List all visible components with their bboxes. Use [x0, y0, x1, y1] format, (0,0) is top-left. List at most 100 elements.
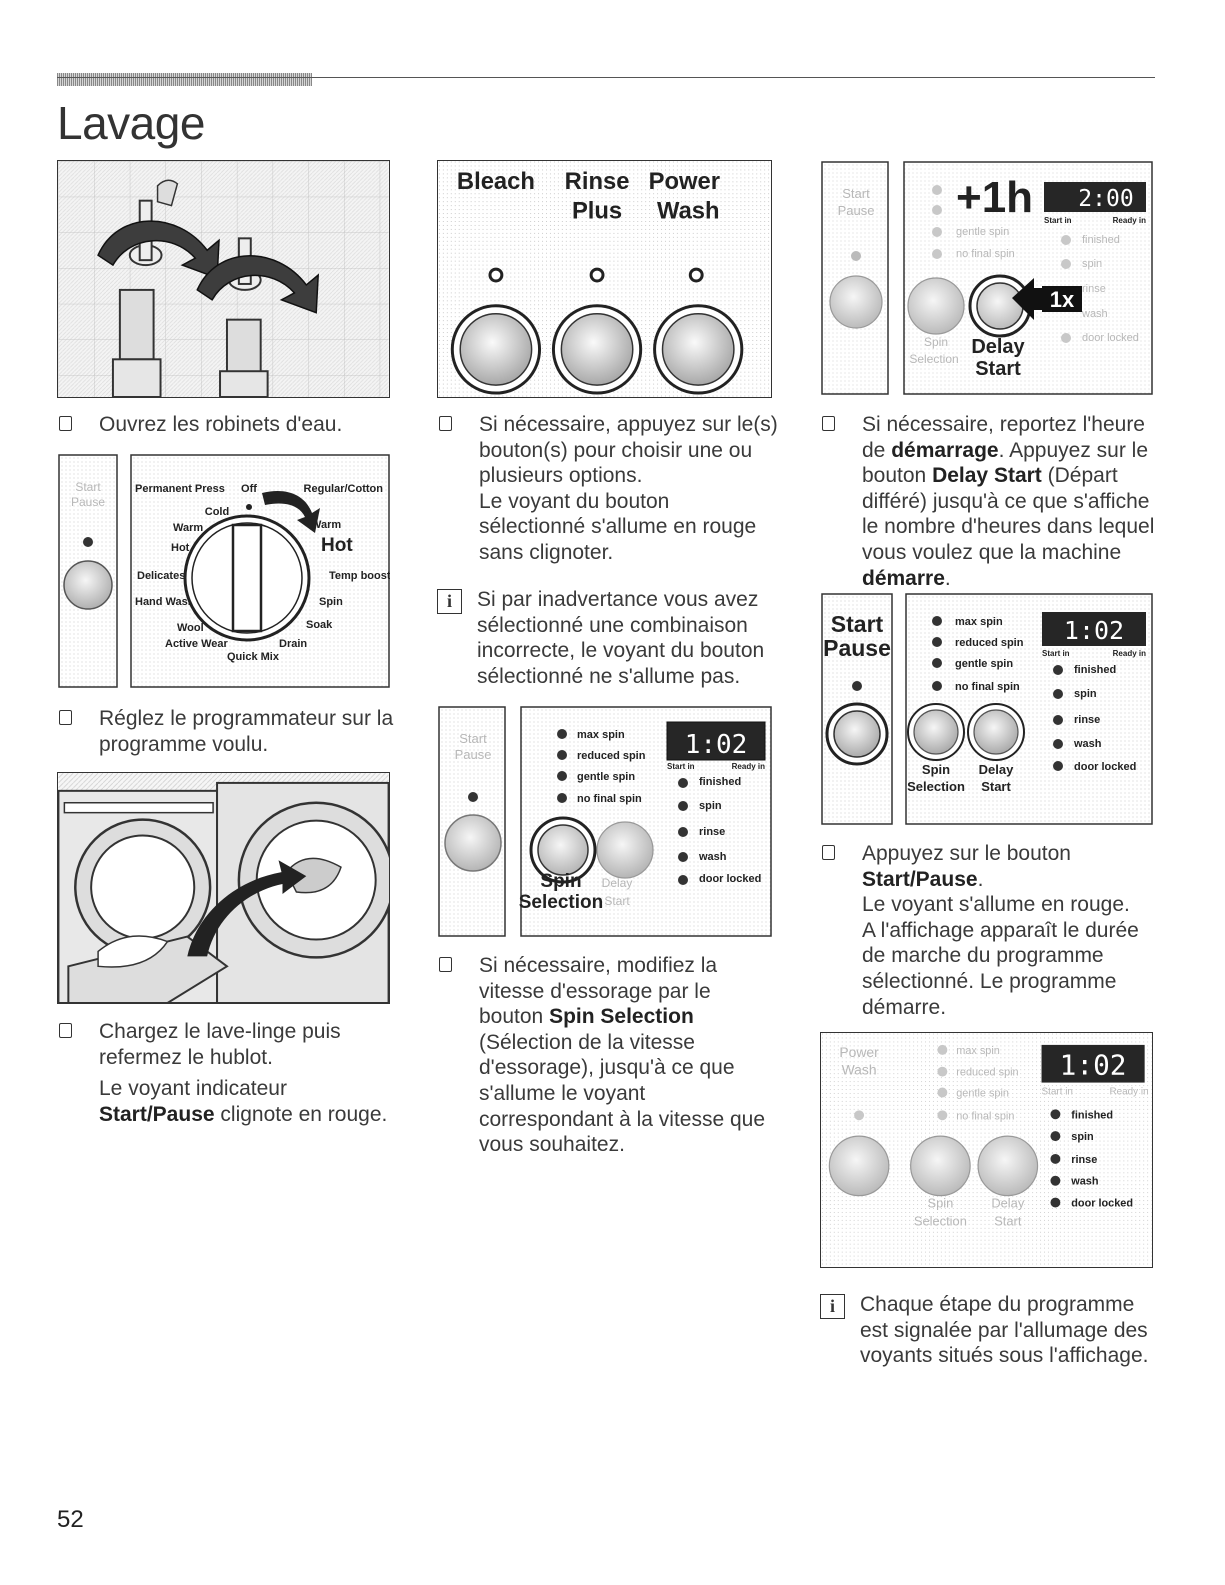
step-line: (Départ	[1041, 464, 1118, 488]
note-line: sélectionné une combinaison	[477, 613, 748, 637]
spin-selection-button[interactable]	[907, 277, 965, 335]
note-program-steps: i Chaque étape du programme est signalée…	[820, 1292, 1165, 1369]
wash-led-label: wash	[1073, 738, 1102, 750]
no-final-spin-label: no final spin	[955, 681, 1020, 693]
rotate-arrow-icon	[262, 491, 320, 533]
start-pause-button[interactable]	[825, 702, 889, 766]
step-line: Appuyez sur le bouton	[862, 842, 1071, 865]
page-number: 52	[57, 1506, 84, 1533]
step-line: A l'affichage apparaît le durée	[862, 918, 1139, 942]
spin-led	[678, 801, 688, 811]
pause-label: Pause	[838, 203, 875, 218]
step-line: (Sélection de la vitesse	[479, 1030, 695, 1054]
rinse-label: Rinse	[565, 168, 630, 195]
step-text: Ouvrez les robinets d'eau.	[99, 413, 343, 436]
spin-led	[1061, 259, 1071, 269]
header-bar	[57, 73, 312, 86]
spin-button-label: Spin	[922, 762, 950, 777]
step-line: Si nécessaire, modifiez la	[479, 954, 718, 977]
rinse-plus-button[interactable]	[551, 304, 643, 395]
info-icon: i	[437, 589, 462, 614]
finished-label: finished	[1071, 1109, 1113, 1121]
finished-led	[1061, 235, 1071, 245]
no-final-spin-led	[932, 249, 942, 259]
delay-start-button[interactable]	[596, 821, 654, 879]
pause-label: Pause	[823, 635, 891, 661]
taps-illustration	[57, 160, 390, 398]
demarre-term: démarre	[862, 566, 945, 590]
quick-mix-label: Quick Mix	[227, 651, 280, 663]
wash-label: Wash	[842, 1062, 877, 1078]
note-line: Si par inadvertance vous avez	[477, 588, 759, 611]
warm-right-label: Warm	[311, 519, 341, 531]
pause-label: Pause	[455, 747, 492, 762]
rinse-led-label: rinse	[1082, 283, 1106, 295]
gentle-spin-led	[932, 227, 942, 237]
delay-start-button[interactable]	[967, 703, 1025, 761]
start-pause-button[interactable]	[829, 275, 883, 329]
start-pause-led	[852, 681, 862, 691]
time-display	[1041, 1044, 1145, 1083]
page-title: Lavage	[57, 97, 205, 149]
spin-dial-label: Spin	[319, 596, 343, 608]
plus-label: Plus	[572, 198, 622, 225]
step-line: s'allume le voyant	[479, 1081, 646, 1105]
power-label: Power	[839, 1044, 879, 1060]
cold-label: Cold	[205, 506, 229, 518]
step-line: .	[977, 867, 984, 891]
spin-selection-button[interactable]	[529, 816, 597, 884]
delay-start-button[interactable]	[977, 1135, 1039, 1197]
step-line: Le voyant du bouton	[479, 489, 670, 513]
step-line: sélectionné s'allume en rouge	[479, 515, 757, 539]
max-spin-led	[932, 616, 942, 626]
start-pause-button[interactable]	[444, 814, 502, 872]
step-line: de marche du programme	[862, 944, 1104, 968]
spin-led-label: spin	[1071, 1131, 1093, 1143]
spin-selection-button[interactable]	[907, 703, 965, 761]
max-spin-led	[937, 1044, 948, 1055]
finished-label: finished	[1082, 234, 1120, 246]
step-line: sans clignoter.	[479, 540, 614, 564]
time-display-value: 2:00	[1078, 186, 1133, 212]
start-pause-led	[83, 537, 93, 547]
step-load-washer: Chargez le lave-linge puis refermez le h…	[57, 1019, 407, 1127]
wash-led-label: wash	[1081, 308, 1108, 320]
power-wash-led	[854, 1110, 865, 1121]
spin-button-label: Spin	[540, 871, 581, 892]
note-line: incorrecte, le voyant du bouton	[477, 639, 765, 663]
spin-led-label: spin	[1074, 688, 1097, 700]
step-line: clignote en rouge.	[214, 1102, 388, 1126]
checkbox-icon	[822, 416, 835, 431]
bleach-button[interactable]	[450, 304, 542, 395]
spin-led-label: spin	[699, 800, 722, 812]
no-final-spin-led	[932, 681, 942, 691]
start-pause-panel: Start Pause max spin reduced spin gentle…	[820, 592, 1153, 826]
washer-loading-illustration	[57, 772, 390, 1004]
ready-in-label: Ready in	[1113, 216, 1146, 225]
temp-boost-label: Temp boost	[329, 570, 390, 582]
note-line: est signalée par l'allumage des	[860, 1318, 1148, 1342]
delay-button-label: Delay	[991, 1196, 1024, 1211]
power-wash-button[interactable]	[653, 304, 744, 395]
programme-dial[interactable]	[183, 514, 311, 642]
bleach-led	[488, 267, 504, 283]
hot-left-label: Hot	[171, 542, 190, 554]
spin-button-label: Spin	[928, 1196, 954, 1211]
delay-start-button[interactable]	[968, 274, 1032, 338]
info-icon: i	[820, 1294, 845, 1319]
door-locked-label: door locked	[1071, 1198, 1133, 1210]
step-line: de	[862, 438, 892, 462]
start-pause-button[interactable]	[63, 560, 113, 610]
start-label: Start	[842, 186, 870, 201]
wash-label: Wash	[657, 198, 720, 225]
step-line: correspondant à la vitesse que	[479, 1107, 766, 1131]
rinse-led	[678, 827, 688, 837]
finished-label: finished	[1074, 664, 1116, 676]
spin-selection-button[interactable]	[910, 1135, 971, 1197]
rinse-led	[1053, 715, 1063, 725]
header-rule	[57, 77, 1155, 78]
power-wash-button[interactable]	[828, 1135, 890, 1197]
step-press-start-pause: Appuyez sur le bouton Start/Pause. Le vo…	[820, 841, 1165, 1020]
start-in-label: Start in	[1042, 1086, 1073, 1097]
max-spin-label: max spin	[956, 1045, 1000, 1057]
